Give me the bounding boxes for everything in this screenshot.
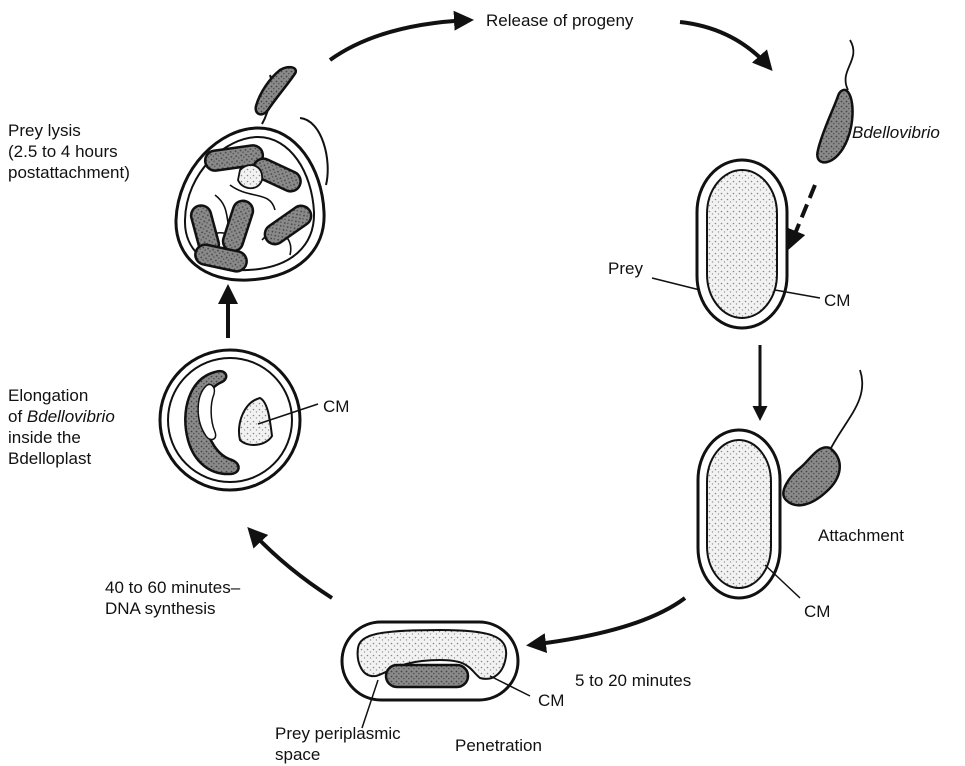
label-dna-line2: DNA synthesis [105, 599, 216, 618]
bdelloplast [160, 350, 300, 490]
penetration-cell [342, 622, 518, 700]
label-prey-cm: CM [824, 290, 850, 311]
label-elong-line2a: of [8, 407, 27, 426]
arrow-to-elongation [250, 530, 332, 598]
label-prey-periplasmic-line1: Prey periplasmic [275, 724, 401, 743]
free-bdellovibrio [817, 90, 852, 162]
label-prey-lysis: Prey lysis (2.5 to 4 hours postattachmen… [8, 120, 130, 183]
label-dna-synthesis: 40 to 60 minutes– DNA synthesis [105, 577, 240, 619]
arrow-to-penetration [530, 598, 685, 645]
arrow-to-release [330, 20, 470, 60]
label-attachment-cm: CM [804, 601, 830, 622]
label-penetration: Penetration [455, 735, 542, 756]
label-elong-line4: Bdelloplast [8, 449, 91, 468]
prey-cell [697, 160, 787, 328]
label-lysis-line2: (2.5 to 4 hours [8, 142, 118, 161]
label-bdelloplast-cm: CM [323, 396, 349, 417]
lysis-cell [176, 75, 328, 280]
label-elongation: Elongation of Bdellovibrio inside the Bd… [8, 385, 115, 469]
label-prey-periplasmic-space: Prey periplasmic space [275, 723, 401, 765]
label-prey-periplasmic-line2: space [275, 745, 320, 764]
label-prey: Prey [608, 258, 643, 279]
prey-leader-line [652, 278, 700, 290]
attached-bdellovibrio [783, 447, 839, 505]
label-attachment: Attachment [818, 525, 904, 546]
label-release-of-progeny: Release of progeny [486, 10, 633, 31]
arrow-dashed-attack [790, 185, 815, 246]
label-dna-line1: 40 to 60 minutes– [105, 578, 240, 597]
attachment-cell [698, 430, 780, 598]
label-bdellovibrio: Bdellovibrio [852, 122, 940, 143]
arrow-from-release [680, 22, 770, 68]
attached-flagellum [830, 370, 862, 450]
label-elong-line3: inside the [8, 428, 81, 447]
released-bdellovibrio [256, 67, 296, 114]
label-elong-line1: Elongation [8, 386, 88, 405]
label-elong-line2b: Bdellovibrio [27, 407, 115, 426]
label-lysis-line1: Prey lysis [8, 121, 81, 140]
label-5-to-20-minutes: 5 to 20 minutes [575, 670, 691, 691]
flagellum [845, 40, 853, 90]
label-penetration-cm: CM [538, 690, 564, 711]
label-lysis-line3: postattachment) [8, 163, 130, 182]
